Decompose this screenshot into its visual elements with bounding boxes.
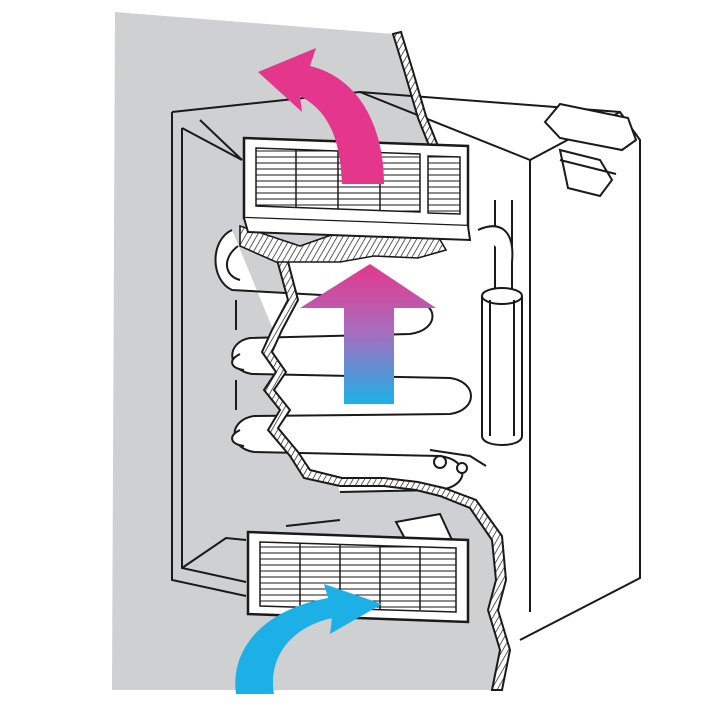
boiler-cylinder xyxy=(481,287,523,446)
wall-cut-edge-lower xyxy=(260,252,512,691)
hot-air-outlet-arrow xyxy=(258,48,384,184)
lower-ventilation-grille xyxy=(246,530,470,624)
rising-air-arrow xyxy=(300,264,436,404)
cold-air-inlet-arrow xyxy=(235,584,382,694)
control-box xyxy=(543,102,638,198)
